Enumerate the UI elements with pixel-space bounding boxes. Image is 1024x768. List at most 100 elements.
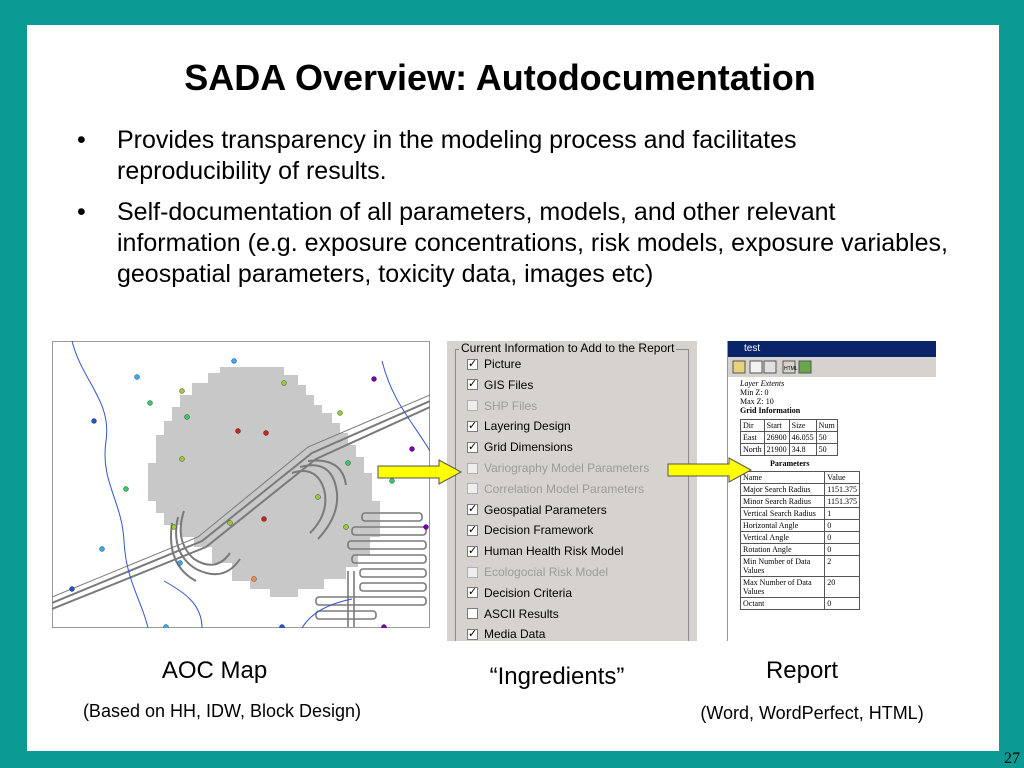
min-z: Min Z: 0 [740, 388, 769, 397]
table-header: Value [824, 471, 860, 484]
open-icon[interactable] [732, 360, 746, 374]
ingredients-legend: Current Information to Add to the Report [459, 341, 677, 355]
ingredient-label: GIS Files [484, 377, 534, 392]
ingredient-item: Ecologocial Risk Model [467, 564, 608, 580]
ingredient-item: Correlation Model Parameters [467, 481, 644, 497]
table-cell: 2 [824, 555, 860, 577]
ingredient-item[interactable]: ✓ Layering Design [467, 418, 571, 434]
ingredient-item[interactable]: ✓ Picture [467, 356, 521, 372]
table-row: East 26900 46.055 50 [740, 431, 838, 444]
ingredient-item[interactable]: ✓Human Health Risk Model [467, 543, 623, 559]
table-cell: 34.8 [788, 443, 817, 456]
ingredient-label: Correlation Model Parameters [484, 481, 645, 496]
ingredient-item[interactable]: ✓ Geospatial Parameters [467, 502, 607, 518]
parameters-heading: Parameters [770, 459, 810, 468]
table-row: North 21900 34.8 50 [740, 443, 838, 456]
table-cell: 1151.375 [824, 483, 860, 496]
ingredient-checkbox[interactable]: ✓ [467, 586, 478, 599]
export-icon[interactable] [798, 360, 812, 374]
max-z: Max Z: 10 [740, 397, 774, 406]
ingredient-label: Picture [484, 357, 522, 371]
ingredient-label: Decision Framework [484, 523, 594, 538]
page-number: 27 [1004, 750, 1020, 767]
area-of-concern [148, 367, 380, 597]
ingredient-checkbox[interactable]: ✓ [467, 523, 478, 536]
table-cell: Major Search Radius [739, 483, 826, 496]
ingredient-checkbox [467, 566, 478, 578]
bullet-text: Provides transparency in the modeling pr… [117, 126, 797, 185]
print-icon[interactable] [763, 360, 777, 374]
ingredient-label: Grid Dimensions [484, 440, 573, 455]
table-cell: 1 [824, 507, 860, 520]
bullet-item: • Provides transparency in the modeling p… [77, 125, 957, 187]
ingredient-label: Layering Design [484, 419, 571, 434]
bullet-marker: • [77, 126, 86, 154]
ingredient-label: Variography Model Parameters [484, 461, 650, 475]
ingredient-checkbox[interactable]: ✓ [467, 503, 478, 516]
ingredient-label: Geospatial Parameters [484, 502, 607, 517]
slide-title: SADA Overview: Autodocumentation [184, 57, 816, 98]
table-cell: 46.055 [788, 431, 817, 444]
bullet-item: • Self-documentation of all parameters, m… [77, 197, 957, 290]
table-cell: 0 [824, 519, 860, 532]
ingredient-checkbox[interactable]: ✓ [467, 440, 478, 453]
table-cell: 0 [824, 543, 860, 556]
ingredient-checkbox [467, 483, 478, 495]
bullet-marker: • [77, 198, 86, 226]
html-icon[interactable]: HTML [782, 360, 798, 374]
ingredient-item[interactable]: ASCII Results [467, 606, 559, 622]
table-cell: Min Number of Data Values [739, 555, 826, 577]
ingredient-checkbox[interactable]: ✓ [467, 627, 478, 640]
ingredient-item: Variography Model Parameters [467, 460, 649, 476]
table-cell: 1151.375 [824, 495, 860, 508]
ingredient-label: ASCII Results [484, 606, 559, 621]
map-caption: AOC Map [161, 657, 268, 684]
ingredient-label: Media Data [484, 627, 546, 641]
table-cell: Octant [739, 597, 826, 610]
table-cell: 20 [824, 576, 860, 598]
ingredient-label: SHP Files [484, 398, 538, 413]
table-cell: Vertical Search Radius [739, 507, 826, 520]
ingredient-item[interactable]: ✓Decision Criteria [467, 585, 572, 601]
bullet-list: • Provides transparency in the modeling p… [77, 125, 957, 300]
grid-information-heading: Grid Information [740, 406, 801, 415]
table-cell: 26900 [763, 431, 790, 444]
save-icon[interactable] [749, 360, 763, 374]
table-cell: Vertical Angle [739, 531, 826, 544]
report-subcaption: (Word, WordPerfect, HTML) [700, 703, 924, 723]
table-cell: Minor Search Radius [739, 495, 826, 508]
report-window-title: test [744, 343, 761, 354]
ingredient-checkbox[interactable] [467, 608, 478, 620]
table-cell: North [740, 443, 765, 456]
svg-text:HTML: HTML [784, 366, 798, 372]
grid-table: Dir Start Size Num East 26900 46.055 50 … [740, 419, 838, 456]
ingredient-checkbox [467, 400, 478, 412]
report-window: test HTML Layer Extents Min Z: 0 Max Z: … [727, 341, 936, 641]
ingredient-item[interactable]: ✓ Media Data [467, 626, 545, 641]
ingredient-item[interactable]: ✓ Grid Dimensions [467, 439, 573, 455]
ingredient-label: Ecologocial Risk Model [484, 565, 609, 579]
report-window-titlebar[interactable]: test [728, 341, 936, 357]
bullet-text: Self-documentation of all parameters, mo… [117, 198, 948, 288]
arrow-ingredients-to-report [667, 457, 753, 483]
report-toolbar: HTML [728, 357, 936, 377]
table-cell: Max Number of Data Values [739, 576, 826, 598]
ingredients-panel: Current Information to Add to the Report… [447, 341, 697, 641]
ingredient-checkbox[interactable]: ✓ [467, 378, 478, 391]
table-row: Dir Start Size Num [740, 419, 838, 432]
ingredient-checkbox[interactable]: ✓ [467, 419, 478, 432]
ingredient-item: SHP Files [467, 398, 537, 414]
ingredient-checkbox [467, 462, 478, 474]
ingredient-checkbox[interactable]: ✓ [467, 357, 478, 370]
ingredient-item[interactable]: ✓ Decision Framework [467, 522, 593, 538]
ingredient-checkbox[interactable]: ✓ [467, 544, 478, 557]
ingredient-item[interactable]: ✓ GIS Files [467, 377, 533, 393]
table-cell: Rotation Angle [739, 543, 826, 556]
